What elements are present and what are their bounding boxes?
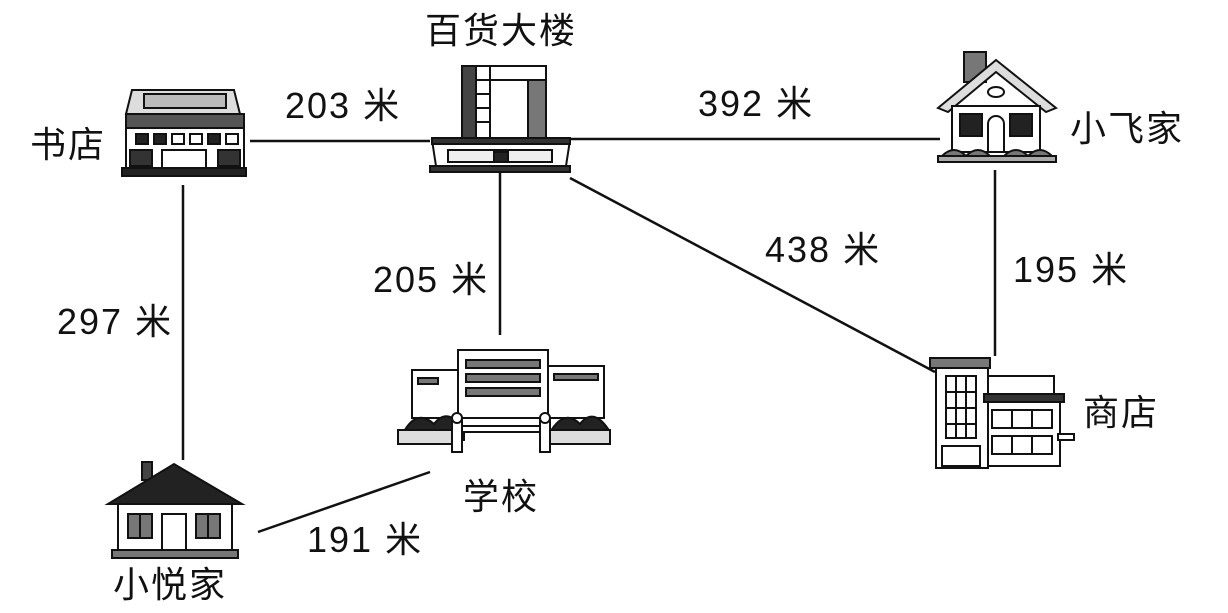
distance-department-store-xiaofei-home: 392 米: [698, 83, 815, 124]
edge-department-store-shop: [569, 176, 936, 374]
bookstore-icon: [121, 89, 247, 177]
place-label-department-store: 百货大楼: [425, 11, 578, 52]
xiaoyue-home-icon: [104, 461, 246, 559]
distance-xiaoyue-home-school: 191 米: [307, 519, 424, 560]
place-label-xiaoyue-home: 小悦家: [113, 565, 228, 606]
department-store-icon: [429, 65, 572, 173]
place-label-bookstore: 书店: [30, 125, 107, 166]
place-label-shop: 商店: [1083, 393, 1160, 434]
shop-icon: [929, 357, 1075, 469]
distance-department-store-shop: 438 米: [765, 229, 882, 270]
distance-xiaofei-home-shop: 195 米: [1013, 249, 1130, 290]
school-icon: [397, 349, 611, 453]
xiaofei-home-icon: [936, 51, 1058, 163]
place-label-xiaofei-home: 小飞家: [1070, 109, 1185, 150]
distance-bookstore-xiaoyue-home: 297 米: [57, 301, 174, 342]
distance-department-store-school: 205 米: [373, 259, 490, 300]
place-label-school: 学校: [463, 477, 540, 518]
edge-xiaoyue-home-school: [257, 470, 431, 534]
distance-bookstore-department-store: 203 米: [285, 85, 402, 126]
